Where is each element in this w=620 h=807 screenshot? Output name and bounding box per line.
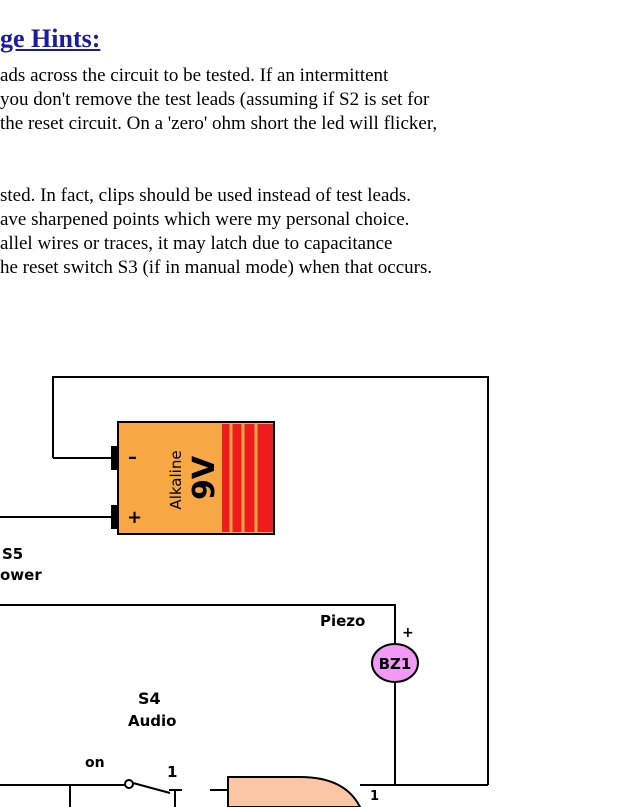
piezo-body — [371, 643, 419, 683]
piezo-ref: BZ1 — [379, 655, 412, 673]
svg-text:on: on — [85, 755, 105, 771]
paragraph-usage-hints-1: ads across the circuit to be tested. If … — [0, 64, 437, 136]
piezo-polarity: + — [402, 625, 414, 641]
piezo-buzzer: Piezo + BZ1 — [320, 612, 419, 683]
svg-text:Audio: Audio — [128, 712, 176, 730]
gate-body — [227, 776, 362, 807]
wires — [0, 376, 489, 807]
switch-s4: S4 Audio on 1 — [85, 689, 182, 794]
text-line: ads across the circuit to be tested. If … — [0, 65, 389, 86]
battery-plus-label: + — [127, 507, 142, 528]
battery-voltage-label: 9V — [187, 455, 222, 500]
text-line: you don't remove the test leads (assumin… — [0, 89, 430, 110]
battery-brand-label: Alkaline — [167, 450, 185, 509]
paragraph-usage-hints-2: sted. In fact, clips should be used inst… — [0, 184, 432, 280]
battery-9v: – + Alkaline 9V — [111, 421, 275, 535]
switch-s5-label: S5 ower — [0, 545, 42, 584]
text-line: ave sharpened points which were my perso… — [0, 209, 410, 230]
text-line: allel wires or traces, it may latch due … — [0, 233, 393, 254]
text-line: sted. In fact, clips should be used inst… — [0, 185, 412, 206]
logic-gate: 1 — [227, 776, 379, 807]
section-heading[interactable]: ge Hints: — [0, 24, 101, 53]
gate-pin: 1 — [370, 789, 379, 804]
svg-text:S5: S5 — [2, 545, 23, 563]
svg-text:ower: ower — [0, 566, 42, 584]
svg-text:1: 1 — [167, 763, 177, 781]
svg-text:S4: S4 — [138, 689, 161, 708]
piezo-label: Piezo — [320, 612, 365, 630]
text-line: the reset circuit. On a 'zero' ohm short… — [0, 113, 438, 134]
battery-minus-label: – — [128, 447, 137, 468]
text-line: he reset switch S3 (if in manual mode) w… — [0, 257, 433, 278]
